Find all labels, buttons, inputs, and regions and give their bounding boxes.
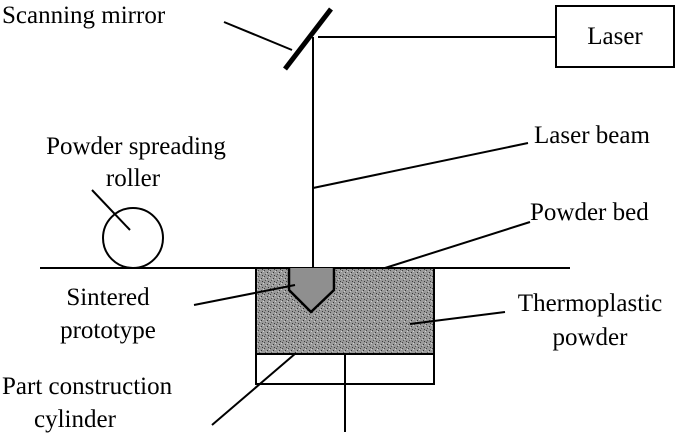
laser-label: Laser: [587, 23, 643, 50]
powder-bed-label: Powder bed: [530, 199, 649, 226]
laser-beam-leader: [312, 142, 529, 189]
thermoplastic-powder-leader: [409, 311, 506, 325]
sintered-prototype-leader: [193, 284, 296, 306]
powder-bed-leader: [384, 221, 531, 269]
scanning-mirror-leader: [223, 21, 293, 51]
scanning-mirror-label: Scanning mirror: [2, 2, 166, 29]
roller-label-line2: roller: [106, 165, 161, 192]
laser-beam-label: Laser beam: [534, 122, 650, 149]
cylinder-label-line2: cylinder: [34, 406, 117, 433]
cylinder-label-line1: Part construction: [2, 373, 173, 400]
powder-spreading-roller: [102, 207, 164, 269]
cylinder-leader: [211, 352, 297, 426]
sintered-prototype-label-line2: prototype: [60, 317, 156, 344]
thermoplastic-powder-label-line2: powder: [553, 324, 629, 351]
thermoplastic-powder-label-line1: Thermoplastic: [518, 290, 662, 317]
roller-label-line1: Powder spreading: [46, 133, 226, 160]
roller-leader: [91, 189, 131, 231]
thermoplastic-powder: [255, 267, 435, 355]
sintered-prototype: [287, 268, 336, 314]
sintered-prototype-label-line1: Sintered: [66, 284, 150, 311]
scanning-mirror: [283, 7, 333, 71]
